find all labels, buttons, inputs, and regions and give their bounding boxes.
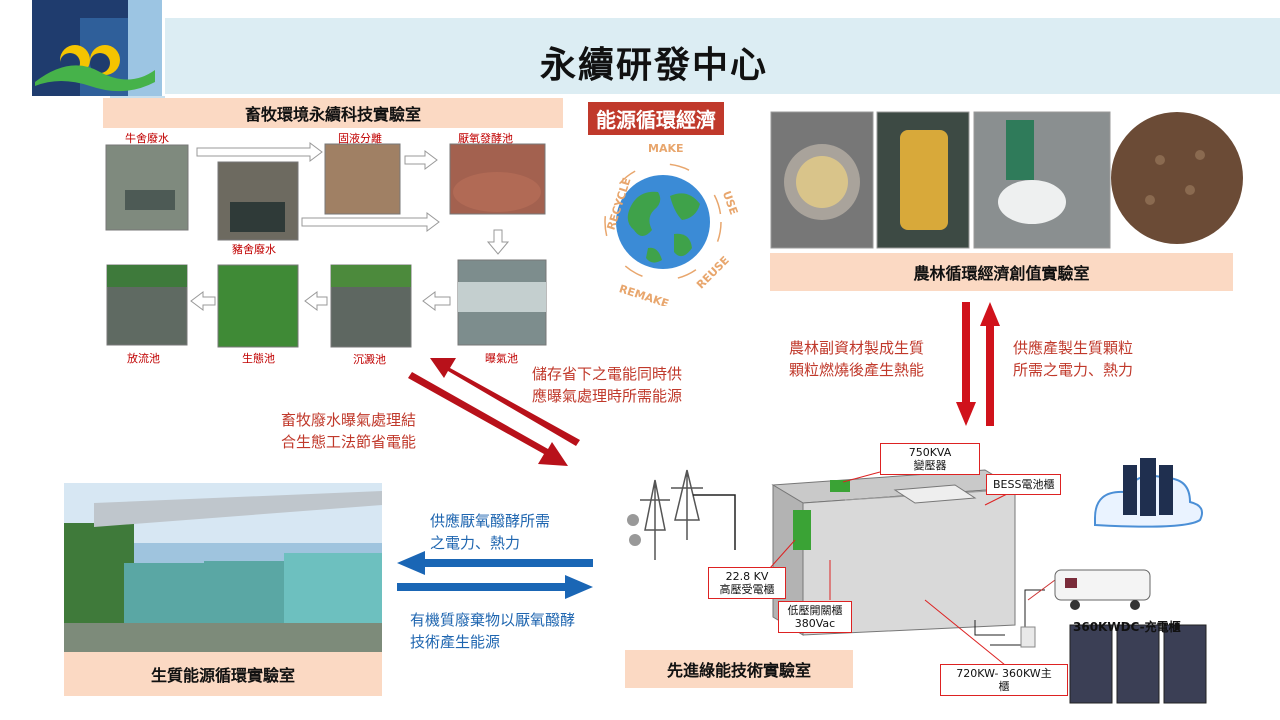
agri-lab-label: 農林循環經濟創值實驗室 <box>770 253 1233 291</box>
step-sedimentation-pond: 沉澱池 <box>353 353 386 366</box>
cycle-word-reuse: REUSE <box>694 254 732 292</box>
agri-up-text-2: 所需之電力、熱力 <box>1013 361 1134 379</box>
electric-bus-icon <box>1054 569 1151 601</box>
left-arrow <box>397 551 593 575</box>
cycle-word-make: MAKE <box>648 142 684 155</box>
wastewater-process-flow <box>105 142 547 348</box>
hv-rating: 22.8 KV <box>725 570 769 583</box>
charger-rack <box>1116 624 1160 704</box>
biomass-pellets-photo <box>1111 112 1243 244</box>
ecological-pond-photo <box>217 264 299 348</box>
diag-lower-text-2: 合生態工法節省電能 <box>281 433 417 451</box>
bio-lab-label: 生質能源循環實驗室 <box>64 652 382 696</box>
diag-upper-text-2: 應曝氣處理時所需能源 <box>532 387 683 405</box>
transformer-rating: 750KVA <box>908 446 952 459</box>
down-arrow <box>956 302 976 426</box>
bio-left-text-2: 之電力、熱力 <box>430 534 521 552</box>
diagonal-energy-arrows <box>408 358 580 466</box>
step-cattle-wastewater: 牛舍廢水 <box>125 132 169 145</box>
step-pig-wastewater: 豬舍廢水 <box>232 243 276 256</box>
organization-logo <box>35 45 155 92</box>
page-title: 永續研發中心 <box>540 45 769 86</box>
step-discharge-pond: 放流池 <box>127 352 160 365</box>
transformer-label: 變壓器 <box>913 459 947 472</box>
green-lab-label: 先進綠能技術實驗室 <box>625 650 853 688</box>
main-cabinet-suffix: 櫃 <box>998 680 1010 693</box>
green-energy-equipment <box>627 458 1207 704</box>
power-tower-icon <box>671 469 703 540</box>
charger-rack <box>1163 624 1207 704</box>
agri-down-text-1: 農林副資材製成生質 <box>789 339 925 357</box>
step-anaerobic-digester: 厭氧發酵池 <box>458 132 513 145</box>
bio-lab-photo <box>64 483 382 658</box>
hv-cabinet-callout: 22.8 KV 高壓受電櫃 <box>708 567 786 599</box>
solid-liquid-separation-photo <box>324 143 401 215</box>
diag-lower-text-1: 畜牧廢水曝氣處理結 <box>281 411 417 429</box>
livestock-lab-label: 畜牧環境永續科技實驗室 <box>103 98 563 128</box>
diagonal-arrow-down <box>408 372 568 466</box>
agri-up-text-1: 供應產製生質顆粒 <box>1013 339 1134 357</box>
energy-circular-economy-badge: 能源循環經濟 <box>588 102 724 135</box>
charger-rack <box>1069 624 1113 704</box>
diagonal-arrow-up <box>430 358 580 446</box>
bio-left-text-1: 供應厭氧醱酵所需 <box>430 512 551 530</box>
step-aeration-pond: 曝氣池 <box>485 352 518 365</box>
lv-rating: 380Vac <box>794 617 836 630</box>
right-arrow <box>397 575 593 599</box>
cattle-wastewater-photo <box>105 144 189 231</box>
up-arrow <box>980 302 1000 426</box>
recycle-cycle-diagram: MAKE USE REUSE REMAKE RECYCLE <box>604 142 741 306</box>
bio-right-text-1: 有機質廢棄物以厭氧醱酵 <box>410 611 576 629</box>
lv-label: 低壓開關櫃 <box>787 604 843 617</box>
bess-callout: BESS電池櫃 <box>986 474 1062 495</box>
step-ecological-pond: 生態池 <box>242 352 275 365</box>
hv-label: 高壓受電櫃 <box>719 583 775 596</box>
agri-energy-arrows <box>956 302 1000 426</box>
lv-cabinet-callout: 低壓開關櫃 380Vac <box>778 601 852 633</box>
step-solid-liquid-separation: 固液分離 <box>338 132 382 145</box>
agri-lab-photos <box>770 111 1243 249</box>
main-cabinet-callout: 720KW- 360KW主 櫃 <box>940 664 1068 696</box>
pellet-machine-photo <box>973 111 1111 249</box>
header-band <box>165 18 1280 94</box>
main-cabinet-rating: 720KW- 360KW主 <box>956 667 1052 680</box>
cycle-word-remake: REMAKE <box>617 282 670 306</box>
bio-energy-arrows <box>397 551 593 599</box>
charging-station-icon <box>1020 626 1036 648</box>
transformer-callout: 750KVA 變壓器 <box>880 443 980 475</box>
bio-right-text-2: 技術產生能源 <box>410 633 501 651</box>
charger-rack-label: 360KWDC-充電櫃 <box>1073 620 1181 634</box>
cycle-word-use: USE <box>720 189 741 216</box>
diag-upper-text-1: 儲存省下之電能同時供 <box>532 365 683 383</box>
agri-down-text-2: 顆粒燃燒後產生熱能 <box>789 361 925 379</box>
power-tower-icon <box>640 479 670 560</box>
